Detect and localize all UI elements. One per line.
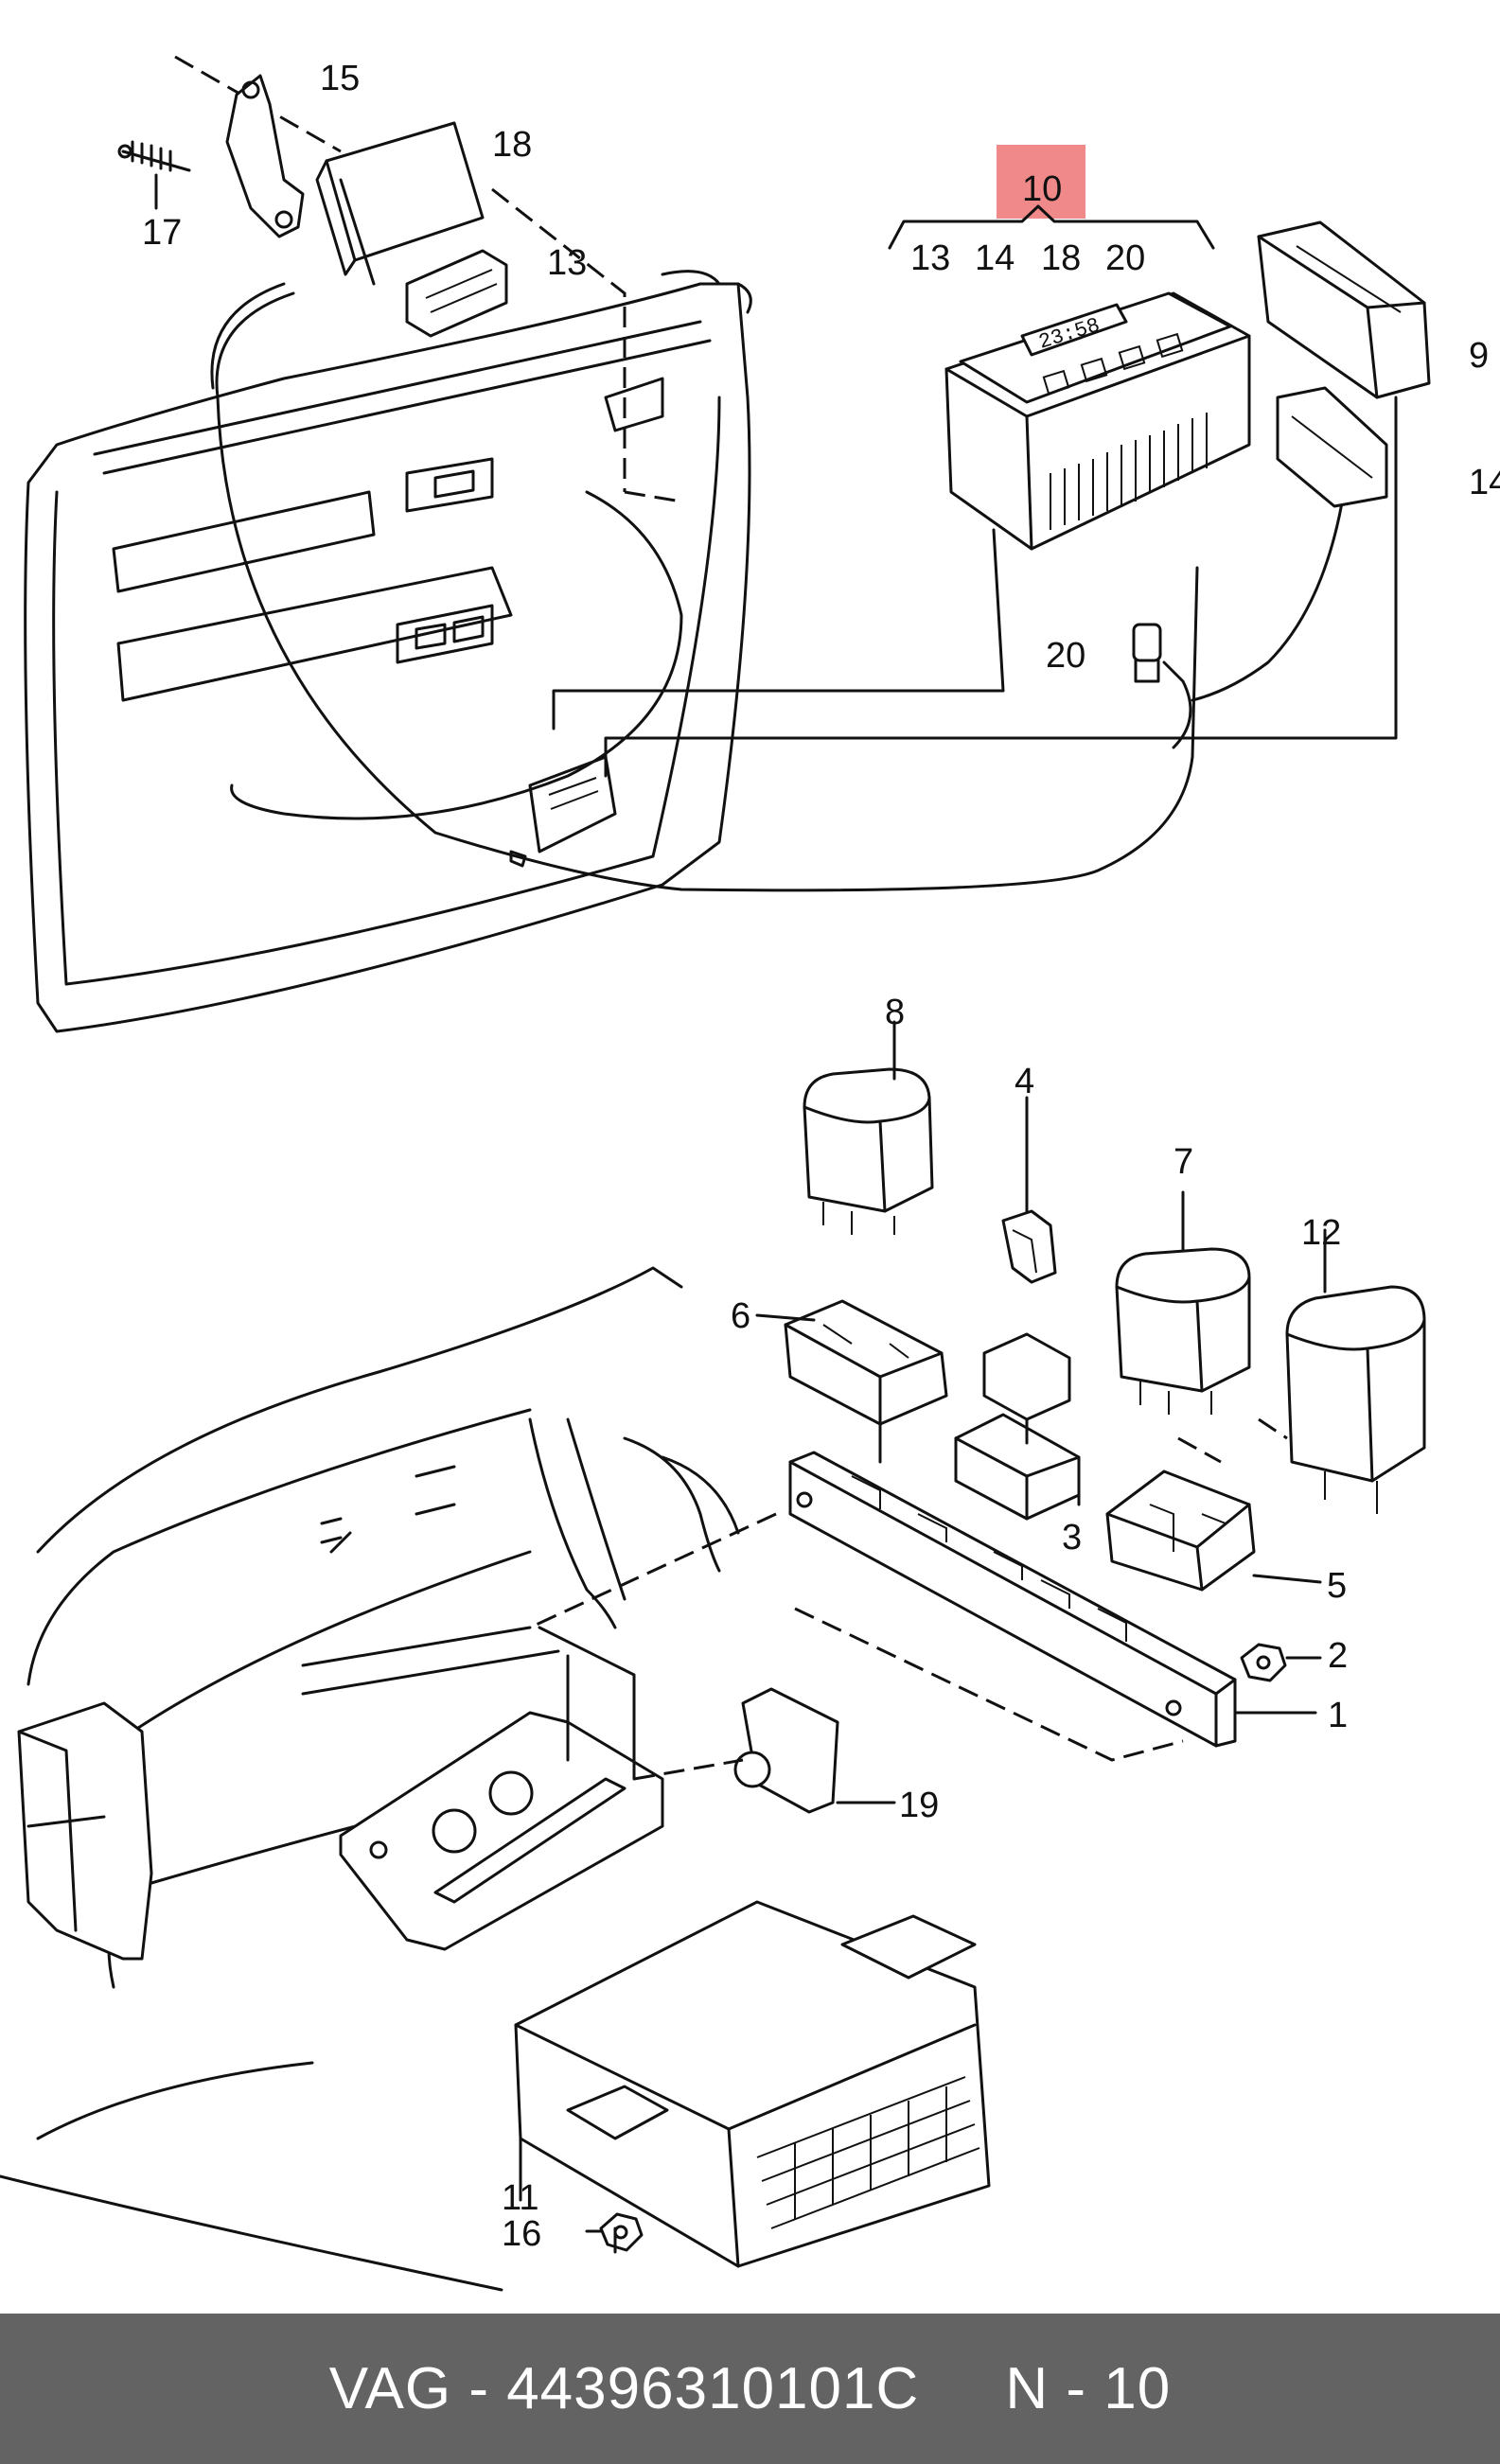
part-2-nut: [1240, 1643, 1287, 1682]
part-18-module: [315, 121, 485, 286]
group-member-13: 13: [910, 238, 950, 278]
part-3-relay-base: [954, 1332, 1081, 1521]
callout-1: 1: [1328, 1696, 1348, 1735]
part-6-relay-socket: [784, 1299, 948, 1426]
part-19-connector: [733, 1687, 839, 1814]
group-bracket-10: [888, 145, 1215, 250]
part-9-switch: [1257, 220, 1431, 399]
callout-12: 12: [1301, 1213, 1341, 1253]
mounting-bracket: [339, 1626, 664, 1951]
part-14-connector: [1276, 386, 1388, 508]
callout-labels: 15 18 17 13 10 13 14 18 20 9 14 20 8 4 7…: [142, 59, 1500, 2254]
part-16-nut: [599, 2212, 644, 2252]
part-13-connector: [405, 249, 508, 338]
callout-6: 6: [731, 1296, 750, 1336]
group-member-14: 14: [975, 238, 1015, 278]
callout-18-top: 18: [492, 125, 532, 165]
callout-2: 2: [1328, 1636, 1348, 1676]
part-number-footer: VAG - 44396310101C N - 10: [0, 2314, 1500, 2464]
part-1-relay-plate: [788, 1451, 1237, 1748]
callout-4: 4: [1015, 1062, 1034, 1101]
part-15-bracket: [225, 74, 305, 238]
callout-8: 8: [885, 993, 905, 1032]
part-20-bulb: [1132, 623, 1162, 683]
callout-3: 3: [1062, 1518, 1082, 1558]
callout-17: 17: [142, 213, 182, 253]
part-12-relay: [1285, 1285, 1426, 1514]
callout-14-right: 14: [1469, 463, 1500, 502]
group-member-20: 20: [1105, 238, 1145, 278]
part-11-control-module: [514, 1900, 991, 2268]
callout-16: 16: [502, 2214, 541, 2254]
part-7-relay: [1115, 1247, 1251, 1415]
trunk-body: [0, 1266, 740, 2292]
group-10-highlight: [997, 145, 1085, 219]
callout-9: 9: [1469, 336, 1489, 376]
part-4-fuse: [1001, 1209, 1057, 1284]
callout-15: 15: [320, 59, 360, 98]
part-number-text: VAG - 44396310101C N - 10: [328, 2356, 1172, 2421]
part-17-screw: [117, 140, 191, 210]
group-member-18: 18: [1041, 238, 1081, 278]
leader-lines-bottom: [519, 1020, 1327, 2254]
callout-13: 13: [547, 243, 587, 283]
callout-7: 7: [1174, 1142, 1193, 1182]
callout-19: 19: [899, 1786, 939, 1825]
parts-diagram: 23:58: [0, 55, 1500, 2292]
group-label-10: 10: [1022, 169, 1062, 209]
callout-20: 20: [1046, 636, 1085, 676]
door-panel: [24, 270, 752, 1033]
part-8-relay: [803, 1067, 934, 1235]
part-10-control-unit: 23:58: [944, 291, 1251, 551]
callout-5: 5: [1327, 1566, 1347, 1606]
callout-11: 11: [502, 2178, 538, 2218]
part-5-relay-socket: [1105, 1470, 1256, 1592]
